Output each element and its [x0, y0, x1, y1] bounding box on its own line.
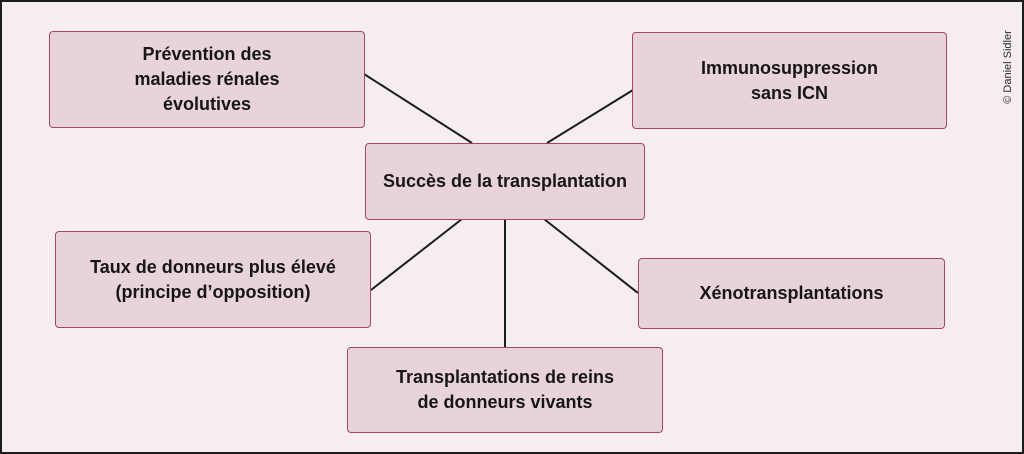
connector-immunosuppression [546, 89, 634, 144]
node-donneurs-vivants: Transplantations de reins de donneurs vi… [347, 347, 663, 433]
node-center: Succès de la transplantation [365, 143, 645, 220]
connector-taux-donneurs [370, 218, 463, 291]
connector-prevention [363, 73, 473, 144]
credit-text: © Daniel Sidler [1002, 30, 1014, 104]
node-immunosuppression: Immunosuppression sans ICN [632, 32, 947, 129]
connector-xenotransplantations [543, 218, 639, 294]
node-xenotransplantations: Xénotransplantations [638, 258, 945, 329]
node-prevention: Prévention des maladies rénales évolutiv… [49, 31, 365, 128]
node-taux-donneurs: Taux de donneurs plus élevé (principe d’… [55, 231, 371, 328]
